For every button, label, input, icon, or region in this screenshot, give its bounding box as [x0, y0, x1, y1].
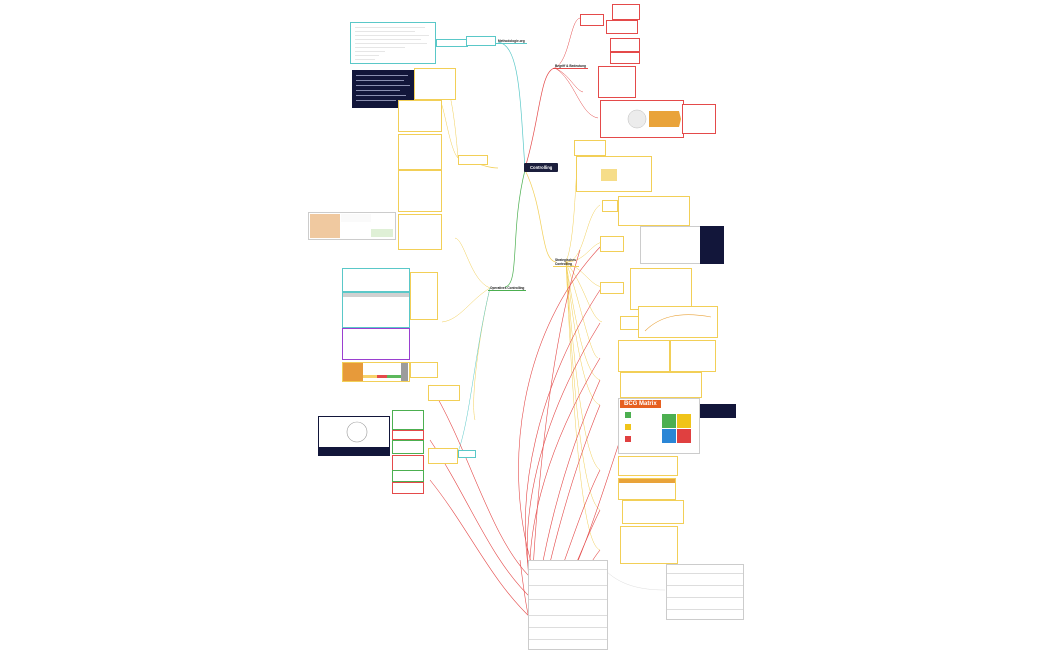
right-table[interactable]	[666, 564, 744, 620]
strat-table-4[interactable]	[618, 478, 676, 500]
operatives-table-2[interactable]	[342, 292, 410, 328]
note-y-side-2[interactable]	[428, 385, 460, 401]
note-col-a[interactable]	[414, 68, 456, 100]
begriff-note-2[interactable]	[606, 20, 638, 34]
strat-table-2[interactable]	[640, 226, 702, 264]
begriff-note-3[interactable]	[580, 14, 604, 26]
note-col-e[interactable]	[398, 214, 442, 250]
strat-note-3[interactable]	[600, 236, 624, 252]
methodologie-sub-2[interactable]	[466, 36, 496, 46]
strat-dark-1[interactable]	[700, 226, 724, 264]
orange-table[interactable]	[308, 212, 396, 240]
note-g1[interactable]	[392, 410, 424, 430]
operatives-table-1[interactable]	[342, 268, 410, 292]
methodologie-sub[interactable]	[436, 39, 468, 47]
strat-note-7[interactable]	[620, 372, 702, 398]
strat-table-1[interactable]	[618, 196, 690, 226]
note-r3[interactable]	[392, 482, 424, 494]
strat-note-2[interactable]	[602, 200, 618, 212]
note-y-side[interactable]	[428, 448, 458, 464]
operatives-note-r1[interactable]	[410, 272, 438, 320]
operatives-note-r2[interactable]	[410, 362, 438, 378]
note-col-d[interactable]	[398, 170, 442, 212]
begriff-note-1[interactable]	[612, 4, 640, 20]
strat-note-4[interactable]	[600, 282, 624, 294]
begriff-note-4[interactable]	[610, 38, 640, 52]
note-col-b[interactable]	[398, 100, 442, 132]
note-r2[interactable]	[392, 455, 424, 471]
comparison-table[interactable]	[528, 560, 608, 650]
strat-note-10[interactable]	[620, 526, 678, 564]
strat-note-top[interactable]	[574, 140, 606, 156]
cycle-image[interactable]	[318, 416, 390, 456]
branch-methodologie[interactable]: Methodologie.org	[496, 39, 527, 44]
bcg-dark-note[interactable]	[700, 404, 736, 418]
begriff-note-5[interactable]	[610, 52, 640, 64]
branch-strategisches[interactable]: Strategisches Controlling	[553, 258, 579, 267]
strat-table-3[interactable]	[630, 268, 692, 310]
strat-note-6b[interactable]	[670, 340, 716, 372]
note-col-c[interactable]	[398, 134, 442, 170]
dark-note-1[interactable]	[352, 70, 414, 108]
note-teal-side[interactable]	[458, 450, 476, 458]
controlling-image[interactable]	[600, 100, 684, 138]
strat-note-6[interactable]	[618, 340, 670, 372]
branch-operatives[interactable]: Operatives Controlling	[488, 286, 527, 291]
bcg-matrix-title: BCG Matrix	[620, 400, 661, 408]
begriff-note-6[interactable]	[598, 66, 636, 98]
strat-note-9[interactable]	[622, 500, 684, 524]
note-side[interactable]	[458, 155, 488, 165]
bcg-grid	[662, 414, 692, 444]
note-r1[interactable]	[392, 430, 424, 440]
central-topic[interactable]: Controlling	[524, 163, 559, 172]
operatives-table-4[interactable]	[342, 362, 410, 382]
branch-begriff[interactable]: Begriff & Bedeutung	[553, 64, 588, 69]
operatives-table-3[interactable]	[342, 328, 410, 360]
note-g2[interactable]	[392, 440, 424, 454]
strat-image-1[interactable]	[576, 156, 652, 192]
strat-note-8[interactable]	[618, 456, 678, 476]
strat-chart[interactable]	[638, 306, 718, 338]
methodologie-note[interactable]	[350, 22, 436, 64]
note-g3[interactable]	[392, 470, 424, 482]
begriff-note-7[interactable]	[682, 104, 716, 134]
